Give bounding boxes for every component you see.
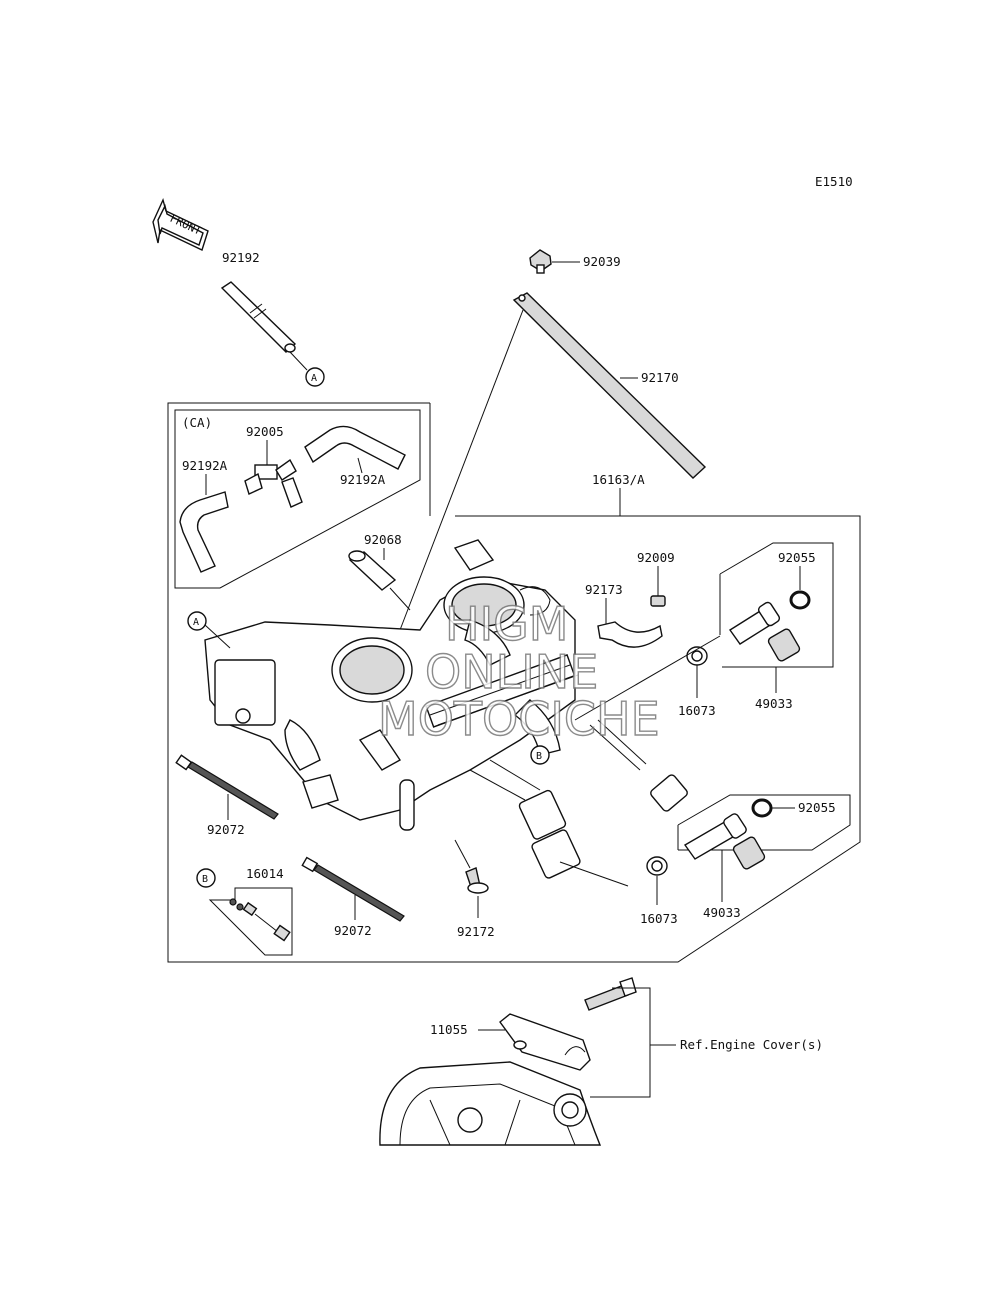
ca-box	[174, 409, 421, 589]
cable-tie-92072-left	[175, 754, 279, 820]
oring-92055-top	[789, 590, 811, 610]
label-92192a-left: 92192A	[182, 458, 228, 473]
ref-a-marker-top	[305, 367, 325, 387]
screw-kit-box-16014	[208, 887, 293, 956]
injector-49033-bottom	[683, 813, 766, 870]
watermark: HIGM ONLINE MOTOCICHE	[377, 596, 660, 746]
label-92009: 92009	[637, 550, 675, 565]
front-arrow-icon: FRONT	[152, 197, 209, 251]
label-92172: 92172	[457, 924, 495, 939]
ref-b-marker-bottom	[196, 868, 216, 888]
ref-engine-cover-note: Ref.Engine Cover(s)	[680, 1037, 823, 1052]
label-92055-top: 92055	[778, 550, 816, 565]
injector-group-top	[719, 542, 834, 668]
screw-92172	[465, 867, 489, 894]
label-92192a-right: 92192A	[340, 472, 386, 487]
hose-92192a-left	[179, 491, 229, 573]
label-11055: 11055	[430, 1022, 468, 1037]
label-92072-left: 92072	[207, 822, 245, 837]
label-92170: 92170	[641, 370, 679, 385]
ref-b-marker-body	[530, 745, 550, 765]
hose-92192a-right	[304, 425, 406, 470]
engine-cover-illustration	[379, 1061, 602, 1146]
bracket-11055	[499, 1013, 591, 1071]
label-92055-bottom: 92055	[798, 800, 836, 815]
adjust-screw	[589, 719, 688, 812]
watermark-line1: HIGM	[445, 597, 569, 651]
strap-92170	[512, 292, 707, 479]
ca-label: (CA)	[182, 415, 212, 430]
injector-group-bottom	[677, 794, 851, 851]
main-assembly-box	[167, 402, 861, 963]
label-49033-bottom: 49033	[703, 905, 741, 920]
ref-b-label-bottom: B	[202, 874, 208, 885]
throttle-body-illustration	[204, 539, 579, 831]
label-49033-top: 49033	[755, 696, 793, 711]
oring-92055-bottom	[751, 798, 773, 818]
label-92192: 92192	[222, 250, 260, 265]
t-fitting-92005	[244, 458, 303, 508]
idle-screw-kit-16014	[229, 898, 291, 942]
label-16073-top: 16073	[678, 703, 716, 718]
label-92072-mid: 92072	[334, 923, 372, 938]
watermark-line3: MOTOCICHE	[378, 692, 660, 746]
ref-a-label-body: A	[193, 617, 199, 628]
label-16073-bottom: 16073	[640, 911, 678, 926]
hose-92068	[348, 550, 397, 591]
ref-a-label-top: A	[311, 373, 317, 384]
label-16014: 16014	[246, 866, 284, 881]
label-92068: 92068	[364, 532, 402, 547]
label-16163a: 16163/A	[592, 472, 645, 487]
hose-92192	[220, 281, 308, 371]
bolt-92039	[529, 249, 552, 274]
watermark-line2: ONLINE	[425, 645, 598, 699]
ref-b-label-body: B	[536, 751, 542, 762]
diagram-code: E1510	[815, 174, 853, 189]
label-92039: 92039	[583, 254, 621, 269]
label-92173: 92173	[585, 582, 623, 597]
sensor-connector	[469, 759, 581, 879]
bolt-engine-cover	[584, 977, 637, 1011]
clamp-92173	[597, 621, 663, 648]
ref-a-marker-body	[187, 611, 207, 631]
injector-49033-top	[728, 601, 801, 662]
label-92005: 92005	[246, 424, 284, 439]
cable-tie-92072-mid	[301, 856, 405, 922]
screw-92009	[650, 595, 666, 607]
